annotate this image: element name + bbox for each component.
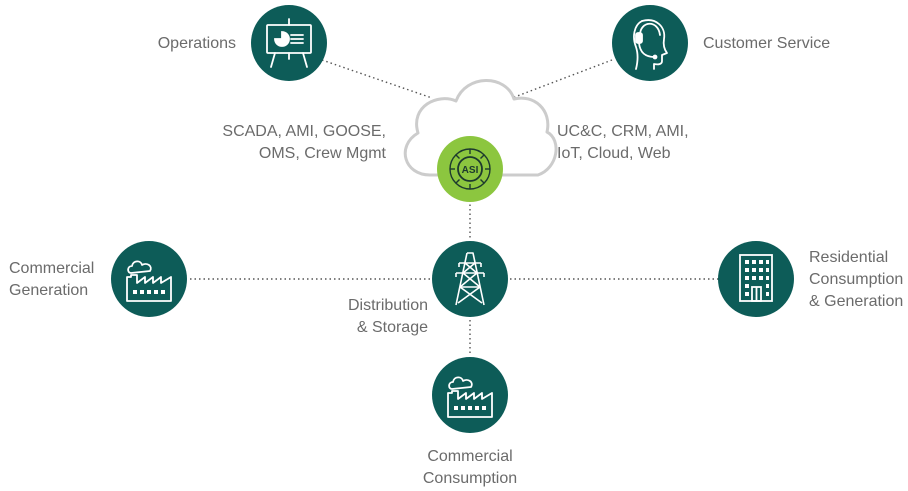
- node-operations: [251, 5, 327, 81]
- commercial-consumption-line2: Consumption: [422, 470, 518, 487]
- label-distribution: Distribution & Storage: [348, 295, 428, 339]
- label-operations: Operations: [158, 33, 236, 55]
- factory-icon: [126, 260, 172, 302]
- distribution-line1: Distribution: [347, 297, 428, 314]
- connectors: [190, 59, 720, 356]
- asi-hub: ASI: [437, 136, 503, 202]
- label-protocols-left: SCADA, AMI, GOOSE, OMS, Crew Mgmt: [222, 121, 386, 165]
- label-customer-service-text: Customer Service: [703, 35, 831, 52]
- commercial-generation-line1: Commercial: [9, 260, 95, 277]
- connector-customer-service-cloud: [511, 59, 613, 99]
- label-commercial-consumption: Commercial Consumption: [400, 446, 540, 490]
- commercial-consumption-line1: Commercial: [427, 448, 513, 465]
- protocols-left-line2: OMS, Crew Mgmt: [258, 145, 386, 162]
- protocols-right-line2: IoT, Cloud, Web: [557, 145, 671, 162]
- commercial-generation-line2: Generation: [9, 282, 89, 299]
- presentation-board-icon: [266, 18, 312, 68]
- residential-line2: Consumption: [809, 271, 904, 288]
- headset-icon: [633, 19, 668, 70]
- protocols-right-line1: UC&C, CRM, AMI,: [557, 123, 689, 140]
- node-customer-service: [612, 5, 688, 81]
- compass-badge-icon: [449, 148, 491, 190]
- factory-icon: [447, 376, 493, 418]
- residential-line1: Residential: [809, 249, 889, 266]
- node-commercial-generation: [111, 241, 187, 317]
- label-operations-text: Operations: [157, 35, 236, 52]
- distribution-line2: & Storage: [356, 319, 428, 336]
- apartment-building-icon: [739, 254, 773, 302]
- transmission-tower-icon: [455, 252, 485, 306]
- protocols-left-line1: SCADA, AMI, GOOSE,: [222, 123, 386, 140]
- connector-operations-cloud: [321, 59, 433, 99]
- residential-line3: & Generation: [809, 293, 904, 310]
- hub-badge-text: ASI: [462, 165, 479, 176]
- node-distribution: [432, 241, 508, 317]
- node-residential: [718, 241, 794, 317]
- node-commercial-consumption: [432, 357, 508, 433]
- label-residential: Residential Consumption & Generation: [809, 247, 903, 313]
- label-commercial-generation: Commercial Generation: [9, 258, 94, 302]
- label-customer-service: Customer Service: [703, 33, 830, 55]
- label-protocols-right: UC&C, CRM, AMI, IoT, Cloud, Web: [557, 121, 689, 165]
